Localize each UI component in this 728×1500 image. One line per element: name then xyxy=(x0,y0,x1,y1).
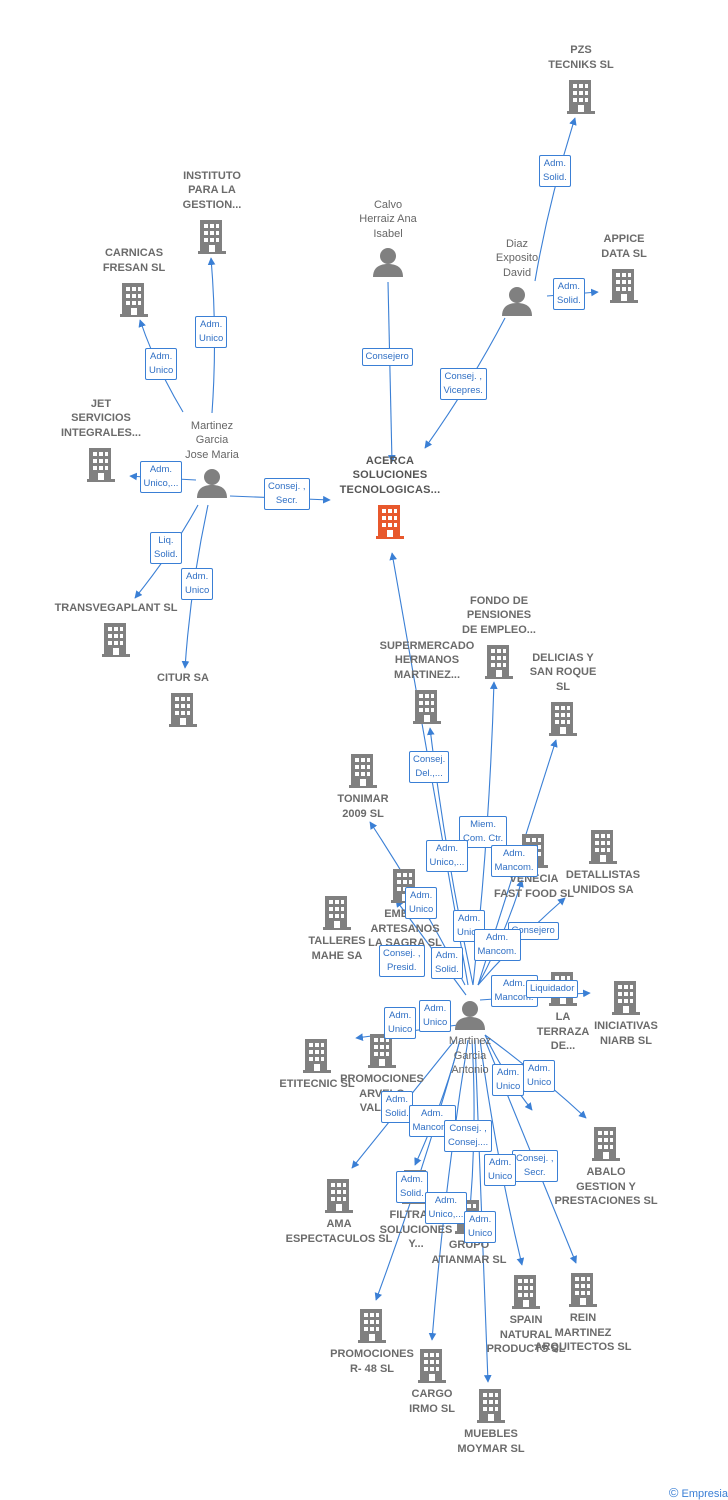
rein-building-icon[interactable] xyxy=(569,1273,597,1307)
tonimar-label[interactable]: TONIMAR 2009 SL xyxy=(337,793,389,820)
edge-label-1[interactable]: Adm. Solid. xyxy=(539,155,571,187)
promociones-r48-building-icon[interactable] xyxy=(358,1309,386,1343)
footer-brand[interactable]: © Empresia xyxy=(669,1485,728,1500)
supermercado-label[interactable]: SUPERMERCADO HERMANOS MARTINEZ... xyxy=(379,639,475,681)
edge-label-24[interactable]: Adm. Unico xyxy=(384,1007,417,1039)
edge-label-33[interactable]: Adm. Unico,... xyxy=(424,1192,468,1224)
appice-building-icon[interactable] xyxy=(610,269,638,303)
martinez-jose-label[interactable]: Martinez Garcia Jose Maria xyxy=(185,419,239,461)
promociones-arvelo-building-icon[interactable] xyxy=(368,1034,396,1068)
edge-label-8[interactable]: Consej. , Secr. xyxy=(264,478,310,510)
detallistas-building-icon[interactable] xyxy=(589,830,617,864)
edge-label-34[interactable]: Adm. Unico xyxy=(464,1211,497,1243)
edge-label-18[interactable]: Adm. Mancom. xyxy=(473,929,521,961)
acerca-building-icon[interactable] xyxy=(376,505,404,539)
supermercado-building-icon[interactable] xyxy=(413,690,441,724)
brand-name: Empresia xyxy=(681,1488,728,1500)
pzs-building-icon[interactable] xyxy=(567,80,595,114)
tonimar-building-icon[interactable] xyxy=(349,754,377,788)
abalo-building-icon[interactable] xyxy=(592,1127,620,1161)
etitecnic-label[interactable]: ETITECNIC SL xyxy=(279,1078,355,1090)
carnicas-label[interactable]: CARNICAS FRESAN SL xyxy=(102,247,166,274)
muebles-label[interactable]: MUEBLES MOYMAR SL xyxy=(457,1428,525,1455)
relationship-edge xyxy=(479,1039,525,1266)
iniciativas-label[interactable]: INICIATIVAS NIARB SL xyxy=(594,1020,658,1047)
jet-label[interactable]: JET SERVICIOS INTEGRALES... xyxy=(60,397,142,439)
etitecnic-building-icon[interactable] xyxy=(303,1039,331,1073)
delicias-building-icon[interactable] xyxy=(549,702,577,736)
laterraza-label[interactable]: LA TERRAZA DE... xyxy=(536,1011,590,1052)
talleres-label[interactable]: TALLERES MAHE SA xyxy=(308,935,366,962)
edge-label-30[interactable]: Consej. , Secr. xyxy=(512,1150,558,1182)
edge-label-2[interactable]: Adm. Solid. xyxy=(553,278,585,310)
edge-label-27[interactable]: Adm. Solid. xyxy=(381,1091,413,1123)
copyright-symbol: © xyxy=(668,1485,679,1500)
appice-label[interactable]: APPICE DATA SL xyxy=(601,233,647,260)
edge-label-29[interactable]: Consej. , Consej.... xyxy=(444,1120,493,1152)
calvo-person-icon[interactable] xyxy=(373,248,403,277)
edge-label-5[interactable]: Consejero xyxy=(361,348,413,366)
delicias-label[interactable]: DELICIAS Y SAN ROQUE SL xyxy=(529,651,597,693)
cargo-label[interactable]: CARGO IRMO SL xyxy=(409,1388,455,1415)
spain-label[interactable]: SPAIN NATURAL PRODUCTS SL xyxy=(486,1314,566,1355)
instituto-label[interactable]: INSTITUTO PARA LA GESTION... xyxy=(182,169,242,211)
detallistas-label[interactable]: DETALLISTAS UNIDOS SA xyxy=(565,869,641,896)
edge-label-13[interactable]: Adm. Unico,... xyxy=(425,840,469,872)
carnicas-building-icon[interactable] xyxy=(120,283,148,317)
martinez-antonio-label[interactable]: Martinez Garcia Antonio xyxy=(448,1035,492,1076)
edge-label-14[interactable]: Adm. Mancom. xyxy=(490,845,538,877)
calvo-label[interactable]: Calvo Herraiz Ana Isabel xyxy=(359,198,417,240)
relationship-edge xyxy=(387,281,396,463)
abalo-label[interactable]: ABALO GESTION Y PRESTACIONES SL xyxy=(554,1166,658,1207)
edge-label-32[interactable]: Adm. Solid. xyxy=(396,1171,428,1203)
diaz-label[interactable]: Diaz Exposito David xyxy=(495,237,539,279)
edge-label-3[interactable]: Adm. Unico xyxy=(195,316,228,348)
relationship-edge xyxy=(534,117,577,282)
edge-label-4[interactable]: Adm. Unico xyxy=(145,348,178,380)
martinez-antonio-person-icon[interactable] xyxy=(455,1001,485,1030)
edge-label-22[interactable]: Liquidador xyxy=(526,980,579,998)
edge-label-23[interactable]: Adm. Unico xyxy=(419,1000,452,1032)
edge-label-10[interactable]: Adm. Unico xyxy=(181,568,214,600)
rein-label[interactable]: REIN MARTINEZ ARQUITECTOS SL xyxy=(534,1312,632,1353)
edge-label-11[interactable]: Consej. Del.,... xyxy=(409,751,450,783)
fondo-label[interactable]: FONDO DE PENSIONES DE EMPLEO... xyxy=(462,594,536,636)
jet-building-icon[interactable] xyxy=(87,448,115,482)
edge-label-31[interactable]: Adm. Unico xyxy=(484,1154,517,1186)
ama-label[interactable]: AMA ESPECTACULOS SL xyxy=(285,1218,393,1245)
acerca-label[interactable]: ACERCA SOLUCIONES TECNOLOGICAS... xyxy=(339,454,441,496)
relationship-edge xyxy=(428,1039,469,1341)
spain-building-icon[interactable] xyxy=(512,1275,540,1309)
edge-label-25[interactable]: Adm. Unico xyxy=(492,1064,525,1096)
diaz-person-icon[interactable] xyxy=(502,287,532,316)
edge-label-20[interactable]: Adm. Solid. xyxy=(431,947,463,979)
transvegaplant-building-icon[interactable] xyxy=(102,623,130,657)
edge-label-15[interactable]: Adm. Unico xyxy=(405,887,438,919)
promociones-r48-label[interactable]: PROMOCIONES R- 48 SL xyxy=(330,1348,414,1375)
martinez-jose-person-icon[interactable] xyxy=(197,469,227,498)
edge-label-26[interactable]: Adm. Unico xyxy=(523,1060,556,1092)
citur-building-icon[interactable] xyxy=(169,693,197,727)
pzs-label[interactable]: PZS TECNIKS SL xyxy=(548,44,614,71)
edge-label-6[interactable]: Consej. , Vicepres. xyxy=(439,368,487,400)
edge-label-9[interactable]: Liq. Solid. xyxy=(150,532,182,564)
edge-label-7[interactable]: Adm. Unico,... xyxy=(139,461,183,493)
transvegaplant-label[interactable]: TRANSVEGAPLANT SL xyxy=(54,601,178,614)
citur-label[interactable]: CITUR SA xyxy=(157,671,209,684)
edge-label-19[interactable]: Consej. , Presid. xyxy=(379,945,425,977)
